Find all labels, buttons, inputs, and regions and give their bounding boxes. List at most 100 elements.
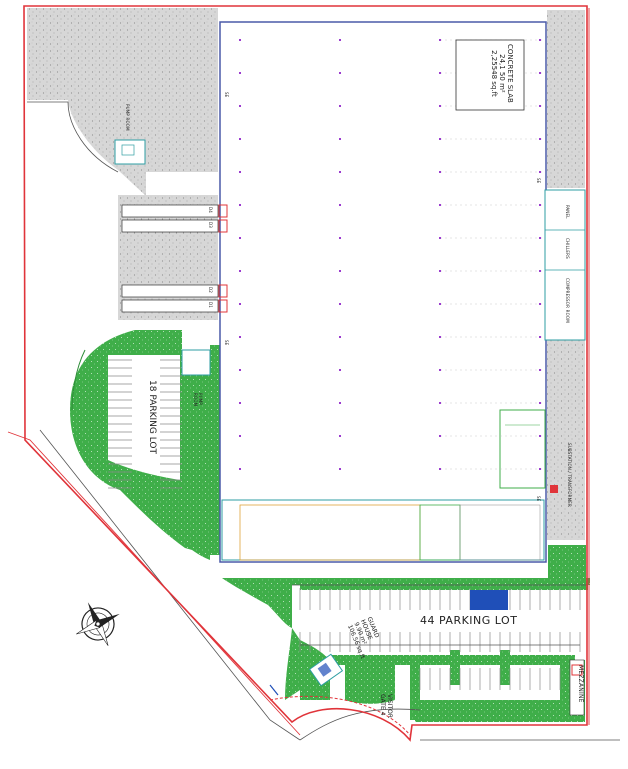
column-marker — [239, 468, 241, 470]
parking-18-label: 18 PARKING LOT — [147, 380, 157, 454]
column-marker — [239, 369, 241, 371]
column-marker — [339, 435, 341, 437]
concrete-slab-area-sqft: 2,25548 sq.ft — [490, 50, 498, 97]
mezzanine-box — [569, 659, 585, 716]
column-marker — [339, 402, 341, 404]
column-marker — [339, 270, 341, 272]
concrete-slab-box — [455, 39, 525, 111]
concrete-slab-title: CONCRETE SLAB — [506, 44, 514, 103]
column-marker — [439, 270, 441, 272]
fire-pump-room — [181, 349, 211, 376]
main-building — [219, 21, 586, 563]
dock-d4-label: D4 — [208, 207, 213, 214]
dock-d3-label: D3 — [208, 222, 213, 229]
visitor-gate-title: VISITOR — [386, 694, 393, 719]
column-marker — [239, 303, 241, 305]
mezzanine-label: MEZZANINE — [577, 665, 584, 703]
parking-stalls-bottom — [299, 588, 581, 690]
column-marker — [439, 468, 441, 470]
se-mark-3: SE — [224, 340, 229, 346]
column-marker — [439, 435, 441, 437]
column-marker — [239, 336, 241, 338]
column-marker — [439, 303, 441, 305]
loading-docks — [121, 204, 228, 313]
column-marker — [339, 303, 341, 305]
column-marker — [439, 369, 441, 371]
column-marker — [539, 336, 541, 338]
column-marker — [539, 435, 541, 437]
column-marker — [439, 237, 441, 239]
column-marker — [339, 39, 341, 41]
concrete-slab-label: CONCRETE SLAB 24,1 50 m² 2,25548 sq.ft — [490, 44, 514, 103]
visitor-gate-sub: GATE 4 — [379, 694, 386, 716]
column-marker — [239, 270, 241, 272]
column-marker — [439, 204, 441, 206]
column-marker — [239, 237, 241, 239]
column-marker — [539, 402, 541, 404]
concrete-slab-area-m2: 24,1 50 m² — [498, 54, 506, 93]
column-marker — [239, 435, 241, 437]
visitor-gate-label: VISITOR GATE 4 — [379, 694, 393, 718]
column-marker — [439, 39, 441, 41]
accessible-parking-marker — [470, 590, 508, 610]
column-marker — [339, 237, 341, 239]
pump-room-sub: ROOM — [193, 393, 198, 407]
column-marker — [539, 369, 541, 371]
column-marker — [439, 336, 441, 338]
column-marker — [539, 270, 541, 272]
column-marker — [439, 72, 441, 74]
column-marker — [239, 171, 241, 173]
pump-room-title: PUMP — [198, 393, 203, 406]
column-marker — [539, 468, 541, 470]
entrance-gate-arc — [269, 695, 411, 736]
column-marker — [539, 204, 541, 206]
column-marker — [439, 105, 441, 107]
site-roads — [27, 101, 620, 741]
column-marker — [339, 468, 341, 470]
chillers-label: CHILLERS — [565, 238, 570, 259]
outer-boundary-line — [7, 431, 301, 736]
column-marker — [239, 204, 241, 206]
visitor-gate-line — [269, 684, 279, 696]
column-marker — [439, 402, 441, 404]
dock-d2-label: D2 — [208, 287, 213, 294]
column-marker — [239, 39, 241, 41]
guard-house — [308, 653, 344, 687]
column-marker — [539, 138, 541, 140]
column-marker — [339, 105, 341, 107]
dock-d1-label: D1 — [208, 302, 213, 309]
pump-room-label: PUMP ROOM — [193, 393, 203, 406]
column-marker — [239, 72, 241, 74]
gravel-area-right — [547, 10, 585, 540]
parking-44-label: 44 PARKING LOT — [420, 614, 518, 627]
column-marker — [439, 171, 441, 173]
column-grid — [239, 39, 545, 470]
column-marker — [339, 171, 341, 173]
column-marker — [539, 72, 541, 74]
column-marker — [539, 171, 541, 173]
column-marker — [539, 303, 541, 305]
column-marker — [339, 204, 341, 206]
column-marker — [539, 237, 541, 239]
panel-room-label: PANEL — [565, 205, 570, 219]
column-marker — [239, 402, 241, 404]
pump-room-box — [114, 139, 146, 165]
column-marker — [339, 72, 341, 74]
se-mark-1: SE — [224, 92, 229, 98]
parking-stalls-left — [108, 359, 182, 489]
red-marker — [550, 485, 558, 493]
substation-label: SUBSTATION / TRANSFORMER — [567, 443, 572, 508]
column-marker — [239, 105, 241, 107]
se-mark-2: SE — [536, 178, 541, 184]
compass-rose-icon — [76, 602, 120, 646]
column-marker — [539, 105, 541, 107]
compressor-room-label: COMPRESSOR ROOM — [565, 278, 570, 323]
lawn-left-parking — [70, 330, 222, 560]
column-marker — [239, 138, 241, 140]
red-marker-2 — [571, 664, 583, 676]
column-marker — [339, 336, 341, 338]
column-marker — [439, 138, 441, 140]
column-marker — [339, 369, 341, 371]
fire-room-label: PUMP ROOM — [125, 104, 130, 131]
